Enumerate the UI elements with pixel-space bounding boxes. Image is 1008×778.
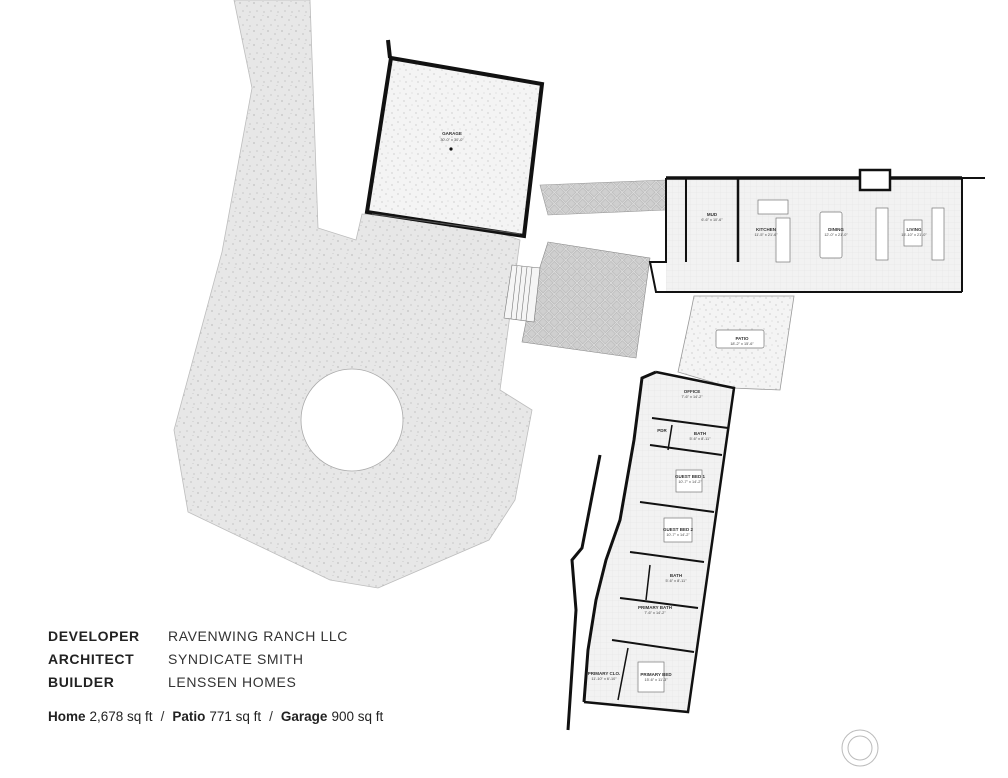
svg-text:7'-6" x 14'-2": 7'-6" x 14'-2" bbox=[644, 611, 666, 615]
driveway-area bbox=[173, 0, 533, 589]
home-area-value: 2,678 sq ft bbox=[89, 709, 153, 724]
svg-text:11'-10" x 6'-10": 11'-10" x 6'-10" bbox=[591, 677, 617, 681]
garage-area-value: 900 sq ft bbox=[331, 709, 384, 724]
bath2-label: BATH 5'-6" x 8'-11" bbox=[666, 573, 688, 583]
mud-label: MUD 6'-6" x 10'-6" bbox=[701, 212, 723, 222]
svg-text:30'-0" x 30'-0": 30'-0" x 30'-0" bbox=[440, 138, 464, 142]
svg-text:PRIMARY CLO.: PRIMARY CLO. bbox=[588, 671, 621, 676]
separator: / bbox=[269, 709, 273, 724]
guest-bed-1-label: GUEST BED 1 10'-7" x 14'-2" bbox=[675, 474, 706, 484]
svg-text:7'-6" x 14'-2": 7'-6" x 14'-2" bbox=[681, 395, 703, 399]
credit-role: DEVELOPER bbox=[48, 627, 140, 644]
svg-text:GUEST BED 1: GUEST BED 1 bbox=[675, 474, 706, 479]
svg-text:GUEST BED 2: GUEST BED 2 bbox=[663, 527, 694, 532]
patio-area-label: Patio bbox=[172, 709, 206, 724]
svg-text:PRIMARY BATH: PRIMARY BATH bbox=[638, 605, 672, 610]
svg-text:11'-5" x 21'-6": 11'-5" x 21'-6" bbox=[754, 233, 778, 237]
breezeway-pavers bbox=[539, 179, 667, 216]
compass-icon bbox=[841, 729, 879, 767]
main-wing bbox=[648, 168, 985, 293]
svg-text:MUD: MUD bbox=[707, 212, 718, 217]
office-label: OFFICE 7'-6" x 14'-2" bbox=[681, 389, 703, 399]
svg-text:12'-0" x 21'-0": 12'-0" x 21'-0" bbox=[824, 233, 848, 237]
kitchen-label: KITCHEN 11'-5" x 21'-6" bbox=[754, 227, 778, 237]
garage-area-label: Garage bbox=[280, 709, 328, 724]
svg-text:10'-7" x 14'-2": 10'-7" x 14'-2" bbox=[678, 480, 702, 484]
primary-closet-label: PRIMARY CLO. 11'-10" x 6'-10" bbox=[588, 671, 621, 681]
living-label: LIVING 15'-10" x 21'-0" bbox=[901, 227, 927, 237]
svg-text:PDR: PDR bbox=[657, 428, 667, 433]
svg-text:5'-6" x 8'-11": 5'-6" x 8'-11" bbox=[690, 437, 712, 441]
svg-text:KITCHEN: KITCHEN bbox=[756, 227, 776, 232]
patio-label: PATIO 18'-2" x 15'-6" bbox=[730, 336, 754, 346]
primary-bed-label: PRIMARY BED 15'-6" x 11'-3" bbox=[640, 672, 672, 682]
bath1-label: BATH 5'-6" x 8'-11" bbox=[690, 431, 712, 441]
primary-bath-label: PRIMARY BATH 7'-6" x 14'-2" bbox=[638, 605, 672, 615]
credit-name: SYNDICATE SMITH bbox=[168, 650, 304, 667]
garage-label: GARAGE 30'-0" x 30'-0" bbox=[440, 131, 464, 142]
credit-role: ARCHITECT bbox=[48, 650, 135, 667]
patio-area-value: 771 sq ft bbox=[209, 709, 262, 724]
guest-bed-2-label: GUEST BED 2 10'-7" x 14'-2" bbox=[663, 527, 694, 537]
entry-steps bbox=[503, 264, 541, 323]
project-credits: DEVELOPER RAVENWING RANCH LLC ARCHITECT … bbox=[48, 624, 348, 693]
svg-text:PATIO: PATIO bbox=[735, 336, 749, 341]
svg-text:15'-6" x 11'-3": 15'-6" x 11'-3" bbox=[644, 678, 668, 682]
courtyard-pavers bbox=[521, 241, 651, 359]
credit-name: RAVENWING RANCH LLC bbox=[168, 627, 348, 644]
svg-text:5'-6" x 8'-11": 5'-6" x 8'-11" bbox=[666, 579, 688, 583]
svg-text:BATH: BATH bbox=[670, 573, 682, 578]
svg-text:BATH: BATH bbox=[694, 431, 706, 436]
dining-label: DINING 12'-0" x 21'-0" bbox=[824, 227, 848, 237]
svg-text:18'-2" x 15'-6": 18'-2" x 15'-6" bbox=[730, 342, 754, 346]
turnaround-island bbox=[300, 368, 404, 472]
svg-text:6'-6" x 10'-6": 6'-6" x 10'-6" bbox=[701, 218, 723, 222]
home-area-label: Home bbox=[48, 709, 86, 724]
area-summary: Home 2,678 sq ft / Patio 771 sq ft / Gar… bbox=[48, 709, 391, 724]
separator: / bbox=[160, 709, 165, 724]
credit-developer: DEVELOPER RAVENWING RANCH LLC bbox=[48, 624, 348, 647]
svg-text:10'-7" x 14'-2": 10'-7" x 14'-2" bbox=[666, 533, 690, 537]
credit-name: LENSSEN HOMES bbox=[168, 673, 297, 690]
garage bbox=[364, 39, 545, 239]
svg-text:GARAGE: GARAGE bbox=[442, 131, 462, 136]
credit-builder: BUILDER LENSSEN HOMES bbox=[48, 670, 348, 693]
svg-text:OFFICE: OFFICE bbox=[684, 389, 701, 394]
svg-text:PRIMARY BED: PRIMARY BED bbox=[640, 672, 672, 677]
svg-text:DINING: DINING bbox=[828, 227, 844, 232]
patio-table bbox=[715, 329, 765, 349]
svg-text:15'-10" x 21'-0": 15'-10" x 21'-0" bbox=[901, 233, 927, 237]
bedroom-wing bbox=[566, 370, 736, 731]
credit-role: BUILDER bbox=[48, 673, 115, 690]
pdr-label: PDR bbox=[657, 428, 667, 433]
svg-text:LIVING: LIVING bbox=[906, 227, 922, 232]
credit-architect: ARCHITECT SYNDICATE SMITH bbox=[48, 647, 348, 670]
